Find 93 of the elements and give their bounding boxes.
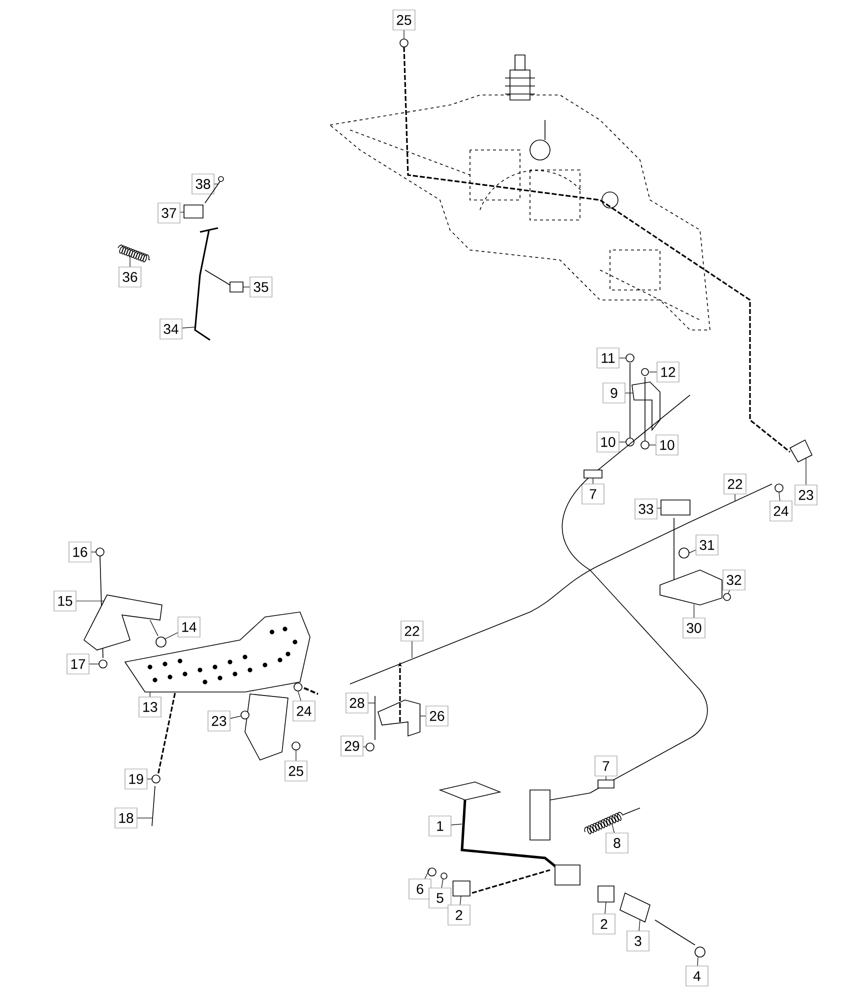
leader-line bbox=[242, 286, 250, 288]
bolt bbox=[152, 786, 156, 826]
assembly-line bbox=[150, 620, 158, 636]
leader-line bbox=[604, 902, 606, 914]
assembly-line bbox=[472, 869, 550, 894]
bushing bbox=[452, 880, 470, 896]
callout-number: 6 bbox=[408, 878, 432, 900]
callout-number: 26 bbox=[426, 706, 448, 726]
callout-number: 19 bbox=[124, 768, 148, 790]
callout-number: 38 bbox=[192, 174, 214, 194]
spring bbox=[584, 808, 640, 834]
leader-line bbox=[648, 444, 656, 446]
nut bbox=[626, 354, 634, 362]
callout-number: 2 bbox=[592, 914, 616, 934]
callout-number: 13 bbox=[138, 696, 162, 718]
nut bbox=[774, 484, 784, 492]
callout-number: 37 bbox=[158, 202, 180, 224]
leader-line bbox=[182, 326, 196, 328]
callout-number: 11 bbox=[596, 348, 620, 368]
callout-number: 23 bbox=[208, 710, 230, 732]
leader-line bbox=[147, 778, 152, 780]
clamp bbox=[184, 204, 204, 218]
leader-line bbox=[625, 392, 634, 394]
leader-line bbox=[180, 212, 184, 213]
leader-line bbox=[230, 716, 242, 719]
leader-line bbox=[778, 492, 780, 501]
leader-line bbox=[368, 702, 376, 704]
bolt bbox=[240, 710, 250, 720]
callout-number: 16 bbox=[68, 542, 92, 562]
leader-line bbox=[638, 920, 640, 931]
callout-number: 29 bbox=[340, 736, 364, 756]
leader-line bbox=[451, 824, 462, 826]
callout-number: 15 bbox=[54, 590, 76, 612]
callout-number: 7 bbox=[582, 484, 604, 504]
bolt bbox=[626, 362, 634, 446]
bushing bbox=[598, 886, 614, 902]
nut bbox=[152, 774, 160, 784]
nut bbox=[366, 742, 374, 752]
washer bbox=[156, 636, 166, 648]
leader-line bbox=[164, 632, 178, 640]
spring bbox=[118, 244, 150, 262]
callout-number: 4 bbox=[686, 966, 708, 986]
callout-number: 28 bbox=[346, 692, 368, 714]
callout-number: 25 bbox=[392, 10, 416, 30]
bracket bbox=[632, 382, 660, 432]
callout-number: 5 bbox=[428, 888, 452, 908]
callout-number: 30 bbox=[682, 618, 706, 638]
callout-number: 24 bbox=[770, 500, 792, 522]
nut bbox=[641, 368, 649, 376]
leader-line bbox=[592, 478, 594, 484]
washer bbox=[98, 660, 108, 668]
callout-number: 2 bbox=[448, 904, 470, 926]
callout-number: 24 bbox=[292, 700, 316, 722]
callout-number: 22 bbox=[724, 474, 746, 494]
leader-line bbox=[688, 550, 696, 554]
assembly-line bbox=[403, 46, 790, 453]
callout-number: 8 bbox=[606, 832, 628, 854]
callout-number: 17 bbox=[66, 654, 90, 674]
nut bbox=[400, 38, 408, 48]
callout-number: 35 bbox=[250, 276, 272, 298]
nut bbox=[292, 742, 300, 750]
leader-line bbox=[657, 508, 662, 509]
bolt bbox=[640, 376, 650, 450]
callout-number: 33 bbox=[634, 498, 658, 520]
leader-line bbox=[298, 690, 302, 701]
callout-number: 9 bbox=[602, 382, 626, 404]
callout-number: 3 bbox=[626, 930, 650, 952]
callout-number: 12 bbox=[656, 362, 680, 382]
leader-line bbox=[460, 896, 462, 905]
knob bbox=[230, 282, 244, 292]
callout-number: 25 bbox=[284, 760, 308, 782]
leader-line bbox=[697, 956, 698, 966]
nut bbox=[428, 868, 436, 876]
clamp bbox=[660, 500, 690, 580]
leader-line bbox=[441, 878, 444, 888]
lever bbox=[194, 227, 230, 341]
callout-number: 34 bbox=[160, 318, 182, 340]
callout-number: 14 bbox=[178, 616, 200, 638]
callout-number: 1 bbox=[428, 816, 452, 836]
leader-line bbox=[424, 868, 430, 879]
bracket bbox=[84, 594, 162, 650]
callout-number: 23 bbox=[794, 484, 818, 506]
leader-line bbox=[612, 824, 615, 833]
leader-line bbox=[76, 600, 104, 602]
assembly-line bbox=[157, 692, 176, 776]
leader-line bbox=[728, 590, 730, 594]
callout-number: 18 bbox=[114, 808, 138, 828]
nut bbox=[294, 682, 302, 692]
bracket bbox=[378, 700, 420, 737]
callout-number: 36 bbox=[118, 266, 142, 288]
leader-line bbox=[734, 494, 736, 502]
bolt bbox=[654, 920, 706, 958]
leader-line bbox=[363, 746, 366, 748]
